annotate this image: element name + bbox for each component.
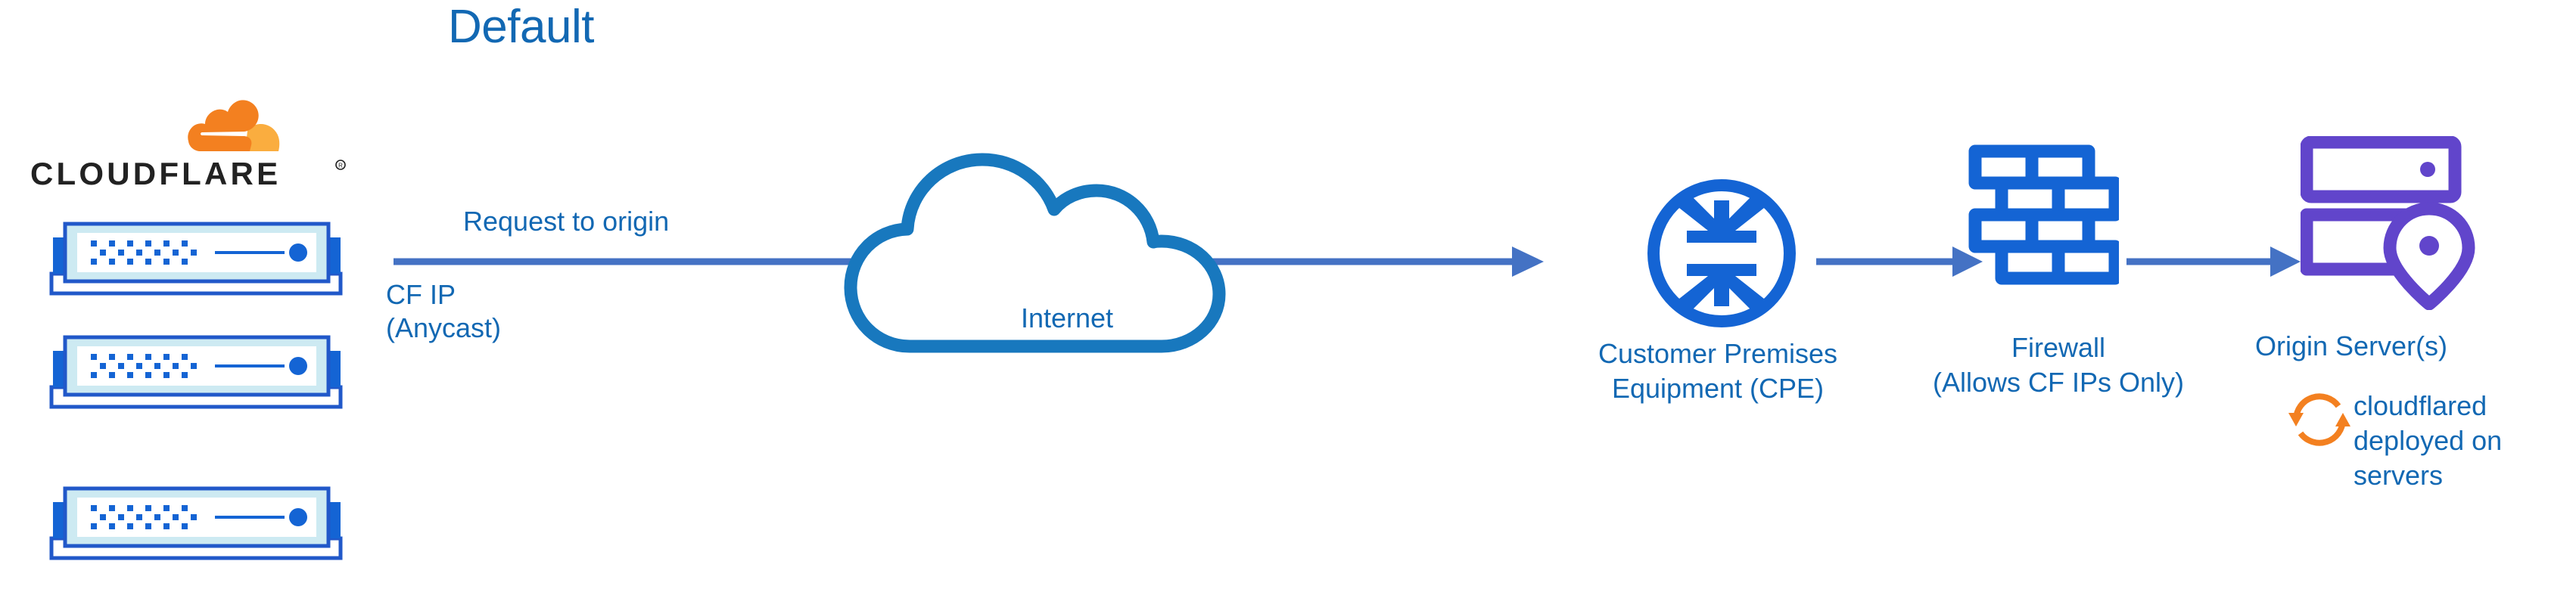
cf-ip-anycast-label: CF IP (Anycast) bbox=[386, 279, 502, 343]
brick-wall-icon bbox=[1968, 144, 2119, 285]
cpe-label: Customer Premises Equipment (CPE) bbox=[1598, 338, 1838, 404]
request-to-origin-label: Request to origin bbox=[463, 206, 670, 237]
firewall-label: Firewall (Allows CF IPs Only) bbox=[1932, 332, 2185, 398]
cf-appliance-3 bbox=[49, 486, 343, 560]
cloud-icon bbox=[844, 153, 1226, 353]
sync-arrows-icon bbox=[2288, 393, 2350, 446]
cloudflare-cloud-mark bbox=[188, 100, 280, 151]
router-icon bbox=[1647, 179, 1796, 327]
cloudflare-wordmark: CLOUDFLARE R bbox=[30, 157, 346, 191]
cf-appliance-1 bbox=[49, 222, 343, 296]
cloudflare-logo: CLOUDFLARE R bbox=[30, 98, 348, 212]
arrow-firewall-to-origin bbox=[2126, 247, 2301, 277]
origin-server-label: Origin Server(s) bbox=[2255, 330, 2448, 361]
cf-appliance-2 bbox=[49, 335, 343, 409]
svg-text:R: R bbox=[338, 163, 343, 169]
cloudflared-label: cloudflared deployed on servers bbox=[2354, 390, 2503, 491]
internet-label: Internet bbox=[1020, 302, 1114, 333]
arrow-cpe-to-firewall bbox=[1816, 247, 1983, 277]
page-title: Default bbox=[448, 1, 594, 53]
server-rack-pin-icon bbox=[2301, 136, 2475, 310]
svg-text:CLOUDFLARE: CLOUDFLARE bbox=[30, 157, 281, 191]
